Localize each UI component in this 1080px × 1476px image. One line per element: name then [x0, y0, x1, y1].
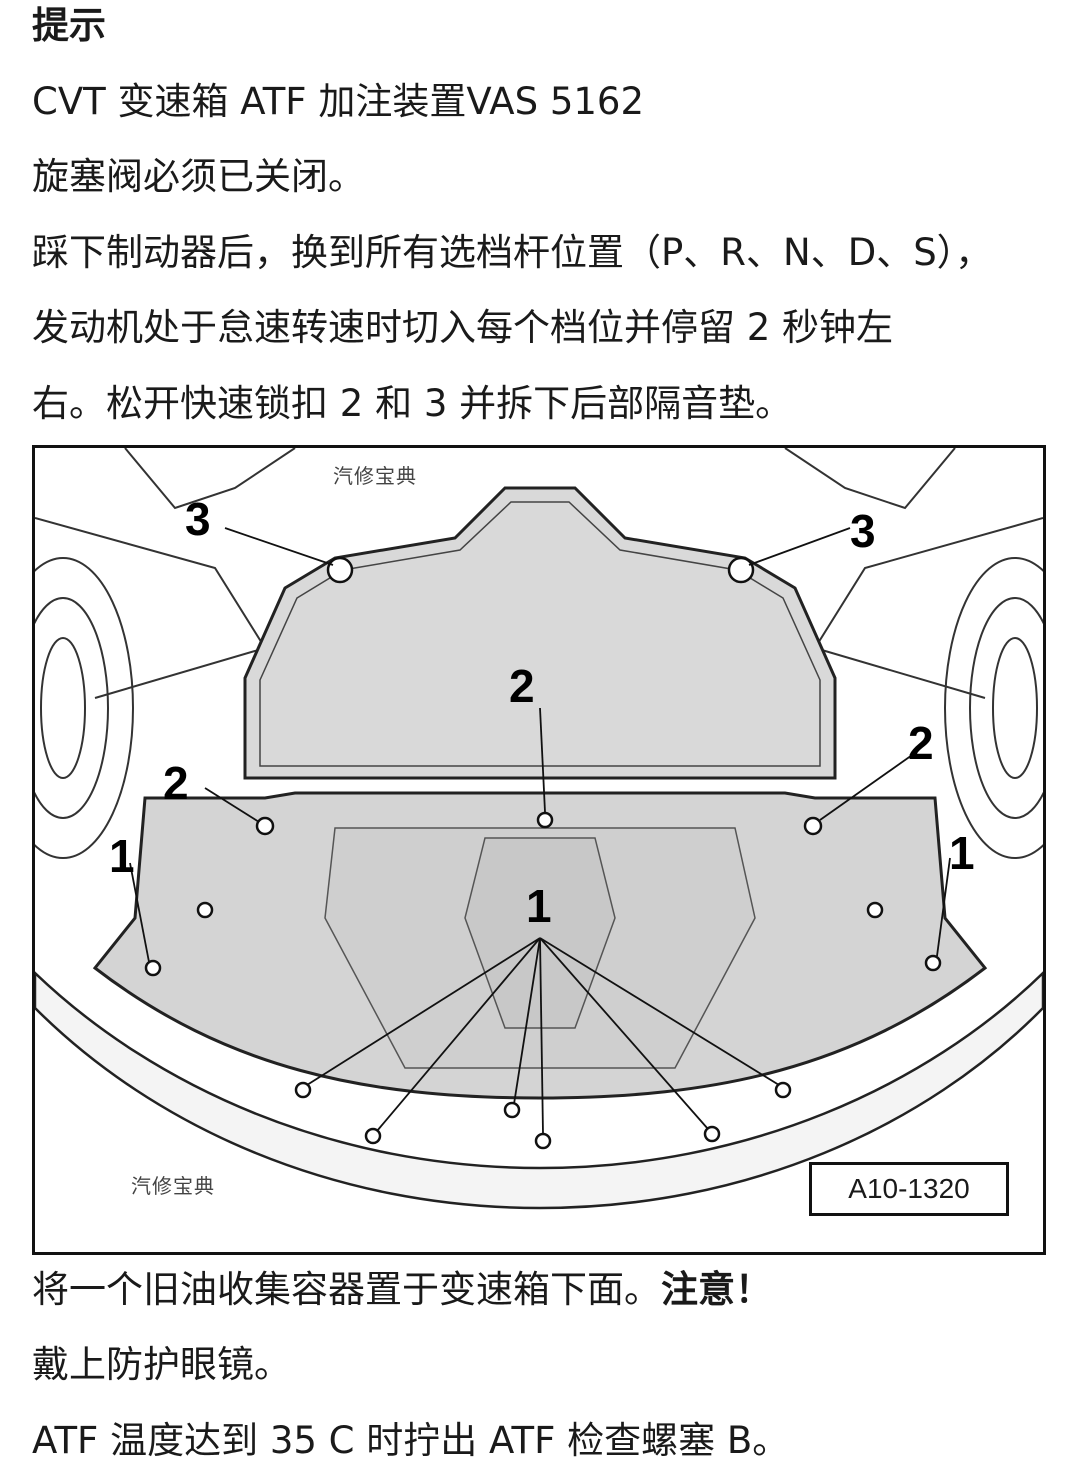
callout-2-center: 2	[509, 660, 535, 712]
callout-3-left: 3	[185, 493, 211, 545]
underbody-drawing	[35, 448, 1043, 1210]
caution-label: 注意！	[661, 1268, 772, 1311]
callout-2-left: 2	[163, 757, 189, 809]
collector-line: 将一个旧油收集容器置于变速箱下面。注意！	[32, 1266, 1060, 1314]
instruction-line-3: 踩下制动器后，换到所有选档杆位置（P、R、N、D、S），	[32, 231, 993, 274]
callout-2-right: 2	[908, 717, 934, 769]
goggles-instruction: 戴上防护眼镜。	[32, 1343, 291, 1386]
tip-heading: 提示	[32, 4, 106, 47]
callout-1-center: 1	[526, 880, 552, 932]
device-line: CVT 变速箱 ATF 加注装置VAS 5162	[32, 80, 645, 123]
figure-reference-code: A10-1320	[809, 1162, 1009, 1216]
atf-plug-instruction: ATF 温度达到 35 C 时拧出 ATF 检查螺塞 B。	[32, 1419, 790, 1462]
callout-1-right: 1	[949, 827, 975, 879]
watermark-top: 汽修宝典	[333, 464, 417, 488]
callout-1-left: 1	[109, 830, 135, 882]
instruction-line-4: 发动机处于怠速转速时切入每个档位并停留 2 秒钟左	[32, 306, 894, 349]
underbody-diagram: 汽修宝典 汽修宝典 3 3 2 2 2 1 1 1 A10-1320	[32, 445, 1046, 1255]
instruction-line-5: 右。松开快速锁扣 2 和 3 并拆下后部隔音垫。	[32, 382, 793, 425]
collector-instruction: 将一个旧油收集容器置于变速箱下面。	[32, 1268, 661, 1311]
watermark-bottom: 汽修宝典	[131, 1174, 215, 1198]
valve-instruction: 旋塞阀必须已关闭。	[32, 155, 365, 198]
callout-3-right: 3	[850, 505, 876, 557]
